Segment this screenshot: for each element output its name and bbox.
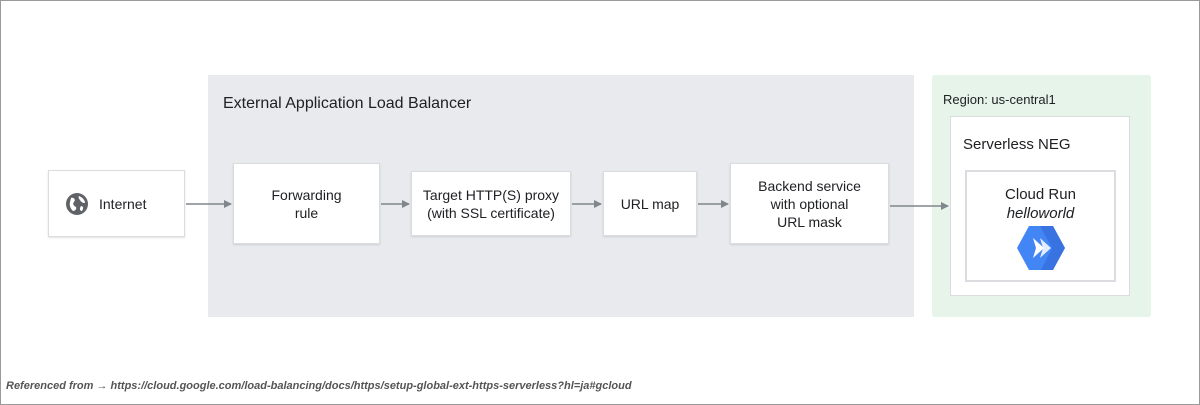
forwarding-rule-label: Forwarding rule: [271, 186, 342, 221]
forwarding-rule-node: Forwarding rule: [233, 163, 380, 244]
globe-icon: [66, 192, 88, 215]
region-title: Region: us-central1: [943, 92, 1056, 107]
url-map-node: URL map: [603, 171, 697, 236]
load-balancer-title: External Application Load Balancer: [223, 95, 472, 112]
cloud-run-icon: [1017, 226, 1065, 270]
cloud-run-label: Cloud Run: [1005, 186, 1076, 203]
reference-footnote: Referenced from → https://cloud.google.c…: [6, 380, 632, 392]
internet-node: Internet: [48, 170, 185, 237]
url-map-label: URL map: [620, 195, 680, 212]
backend-service-node: Backend service with optional URL mask: [730, 163, 889, 244]
target-proxy-node: Target HTTP(S) proxy (with SSL certifica…: [411, 171, 571, 236]
internet-label: Internet: [99, 195, 147, 212]
target-proxy-label: Target HTTP(S) proxy (with SSL certifica…: [422, 186, 560, 221]
cloud-run-service-name: helloworld: [1006, 205, 1075, 222]
serverless-neg-title: Serverless NEG: [963, 136, 1071, 153]
backend-service-label: Backend service with optional URL mask: [758, 177, 861, 230]
